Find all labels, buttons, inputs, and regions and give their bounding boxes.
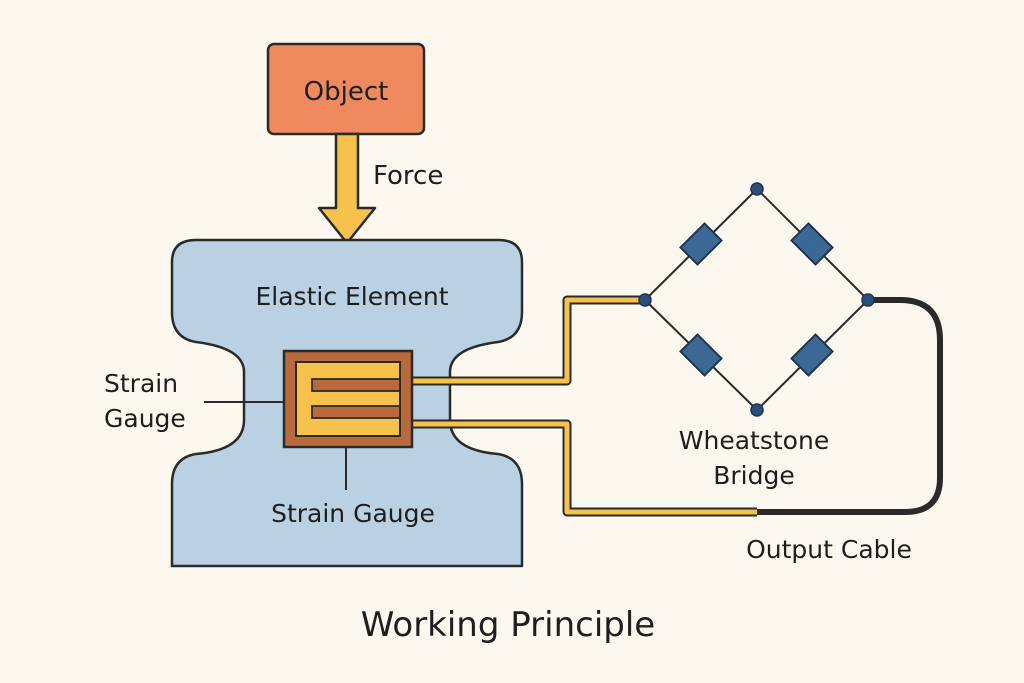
bridge-node-top [750, 182, 764, 196]
bridge-label-line1: Wheatstone [679, 426, 829, 455]
diagram-title: Working Principle [361, 605, 655, 645]
bridge-node-bottom [750, 403, 764, 417]
elastic-element-label: Elastic Element [255, 282, 448, 311]
signal-wire-upper-fill [400, 297, 645, 384]
strain-gauge-grid-strip [311, 378, 401, 392]
bridge-node-left [638, 293, 652, 307]
object-label: Object [304, 77, 389, 107]
output-cable-label: Output Cable [746, 535, 912, 564]
output-cable [757, 297, 943, 515]
bridge-label-line2: Bridge [713, 461, 795, 490]
bridge-resistor [679, 333, 723, 377]
bridge-resistor [790, 222, 834, 266]
strain-gauge-bottom-label: Strain Gauge [271, 499, 435, 528]
strain-gauge-side-label-line2: Gauge [104, 404, 186, 433]
strain-gauge-grid-strip [311, 405, 401, 419]
strain-gauge-side-label-line1: Strain [104, 369, 178, 398]
wheatstone-bridge [638, 182, 875, 417]
signal-wire-lower-fill [400, 421, 757, 515]
bridge-resistor [679, 222, 723, 266]
bridge-node-right [861, 293, 875, 307]
force-label: Force [373, 161, 443, 191]
strain-gauge-foil [295, 361, 401, 437]
force-arrow [317, 132, 377, 245]
bridge-resistor [790, 333, 834, 377]
